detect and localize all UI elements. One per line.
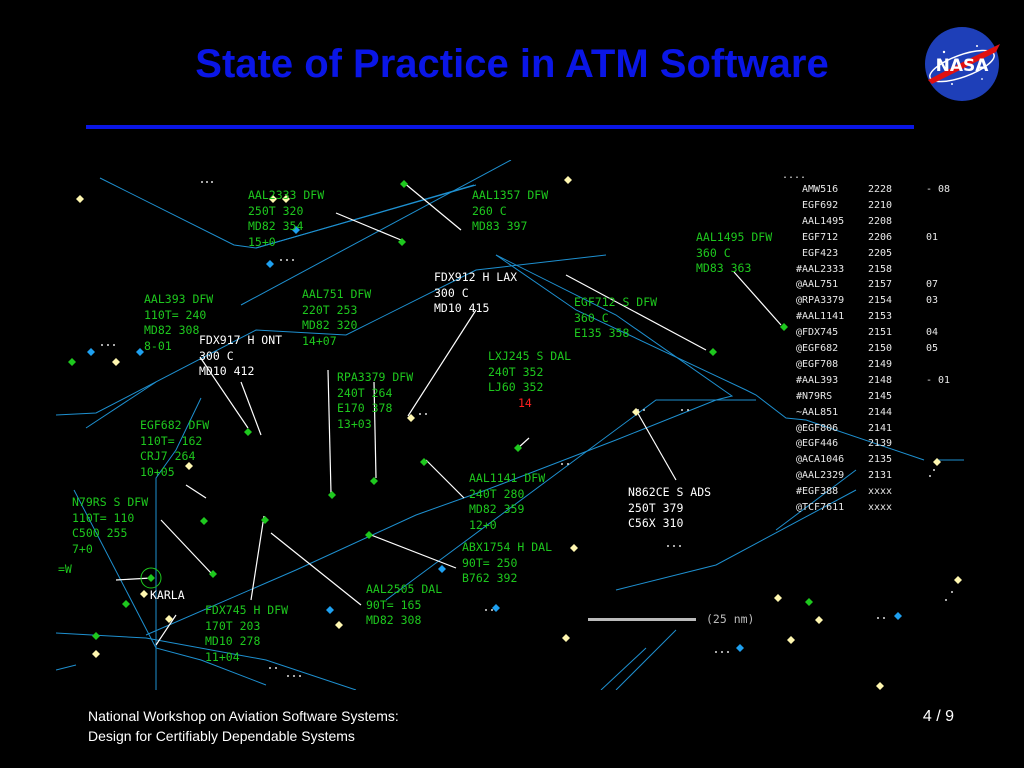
- fix-circle: [140, 567, 162, 589]
- datablock-aal393[interactable]: AAL393 DFW 110T= 240 MD82 308 8-01: [144, 292, 214, 353]
- list-code: 2205: [868, 247, 893, 259]
- list-callsign: #AAL393: [796, 374, 839, 386]
- list-alt: - 08: [926, 184, 951, 195]
- list-code: 2144: [868, 406, 893, 418]
- green-targets: [68, 180, 813, 640]
- list-callsign: #EGF388: [796, 486, 839, 498]
- title-divider: [86, 125, 914, 129]
- datablock-rpa3379[interactable]: RPA3379 DFW 240T 264 E170 378 13+03: [337, 370, 414, 431]
- list-alt: - 01: [926, 374, 951, 386]
- list-code: 2139: [868, 438, 893, 450]
- list-callsign: @EGF806: [796, 422, 839, 434]
- list-callsign: #AAL1141: [796, 311, 845, 323]
- nasa-meatball-icon: NASA: [925, 27, 1000, 101]
- datablock-egf682[interactable]: EGF682 DFW 110T= 162 CRJ7 264 10+05: [140, 418, 210, 479]
- datablock-lxj245[interactable]: LXJ245 S DAL 240T 352 LJ60 352 14: [488, 349, 572, 410]
- list-code: 2158: [868, 263, 893, 275]
- radar-display[interactable]: AAL2333 DFW 250T 320 MD82 354 15+0 AAL13…: [56, 160, 964, 690]
- list-callsign: AMW516: [796, 184, 839, 195]
- list-code: 2141: [868, 422, 893, 434]
- list-code: 2210: [868, 199, 893, 211]
- list-code: 2150: [868, 343, 893, 354]
- datablock-fdx745[interactable]: FDX745 H DFW 170T 203 MD10 278 11+04: [205, 603, 289, 664]
- list-code: 2145: [868, 390, 893, 402]
- datablock-aal2333[interactable]: AAL2333 DFW 250T 320 MD82 354 15+0: [248, 188, 325, 249]
- datablock-n79rs[interactable]: N79RS S DFW 110T= 110 C500 255 7+0: [72, 495, 149, 556]
- footer-text: National Workshop on Aviation Software S…: [88, 706, 399, 746]
- list-callsign: @EGF682: [796, 343, 839, 354]
- list-callsign: ~AAL851: [796, 406, 839, 418]
- datablock-aal751[interactable]: AAL751 DFW 220T 253 MD82 320 14+07: [302, 287, 372, 348]
- datablock-aal1495[interactable]: AAL1495 DFW 360 C MD83 363: [696, 230, 773, 275]
- nasa-logo-text: NASA: [936, 56, 990, 76]
- list-callsign: @ACA1046: [796, 454, 845, 466]
- edge-label: =W: [58, 562, 72, 576]
- airway-lines: [56, 160, 964, 690]
- list-code: 2149: [868, 358, 893, 370]
- datablock-fdx912[interactable]: FDX912 H LAX 300 C MD10 415: [434, 270, 518, 315]
- list-header-marker: ....: [782, 170, 807, 181]
- blue-targets: [87, 226, 902, 652]
- list-callsign: #N79RS: [796, 390, 833, 402]
- list-callsign: #AAL2333: [796, 263, 845, 275]
- list-code: 2206: [868, 231, 893, 243]
- scale-bar: [588, 618, 696, 621]
- yellow-targets: [76, 176, 962, 690]
- list-code: 2154: [868, 295, 893, 307]
- datablock-egf712[interactable]: EGF712 S DFW 360 C E135 358: [574, 295, 658, 340]
- list-code: 2148: [868, 374, 893, 386]
- list-callsign: @EGF446: [796, 438, 839, 450]
- leader-lines: [115, 181, 782, 646]
- history-trails: [101, 181, 953, 677]
- scale-label: (25 nm): [706, 612, 755, 626]
- list-alt: 07: [926, 279, 939, 291]
- footer-line-2: Design for Certifiably Dependable System…: [88, 728, 355, 744]
- footer-line-1: National Workshop on Aviation Software S…: [88, 708, 399, 724]
- list-alt: 03: [926, 295, 939, 307]
- nasa-logo: NASA: [922, 24, 1004, 104]
- datablock-aal1141[interactable]: AAL1141 DFW 240T 280 MD82 359 12+0: [469, 471, 546, 532]
- list-callsign: EGF423: [796, 247, 839, 259]
- datablock-aal2505[interactable]: AAL2505 DAL 90T= 165 MD82 308: [366, 582, 443, 627]
- page-number: 4 / 9: [922, 708, 954, 725]
- list-alt: 04: [926, 327, 939, 339]
- list-callsign: EGF712: [796, 231, 839, 243]
- list-callsign: @FDX745: [796, 327, 839, 339]
- list-callsign: @RPA3379: [796, 295, 845, 307]
- list-callsign: EGF692: [796, 199, 839, 211]
- list-callsign: @TCF7611: [796, 502, 845, 513]
- list-callsign: @EGF708: [796, 358, 839, 370]
- conflict-alert-value: 14: [518, 395, 532, 410]
- list-code: xxxx: [868, 486, 893, 498]
- list-alt: 05: [926, 343, 939, 354]
- datablock-aal1357[interactable]: AAL1357 DFW 260 C MD83 397: [472, 188, 549, 233]
- list-code: 2153: [868, 311, 893, 323]
- list-callsign: @AAL751: [796, 279, 839, 291]
- slide-title: State of Practice in ATM Software: [195, 42, 829, 86]
- list-code: 2151: [868, 327, 893, 339]
- list-callsign: @AAL2329: [796, 470, 845, 482]
- datablock-abx1754[interactable]: ABX1754 H DAL 90T= 250 B762 392: [462, 540, 553, 585]
- list-code: 2228: [868, 184, 893, 195]
- list-code: xxxx: [868, 502, 893, 513]
- datablock-n862ce[interactable]: N862CE S ADS 250T 379 C56X 310: [628, 485, 712, 530]
- list-alt: 01: [926, 231, 939, 243]
- list-code: 2157: [868, 279, 893, 291]
- list-code: 2208: [868, 215, 893, 227]
- radar-map: [56, 160, 964, 690]
- list-code: 2135: [868, 454, 893, 466]
- list-callsign: AAL1495: [796, 215, 845, 227]
- fix-label-karla: KARLA: [150, 588, 185, 602]
- datablock-fdx917[interactable]: FDX917 H ONT 300 C MD10 412: [199, 333, 283, 378]
- list-code: 2131: [868, 470, 893, 482]
